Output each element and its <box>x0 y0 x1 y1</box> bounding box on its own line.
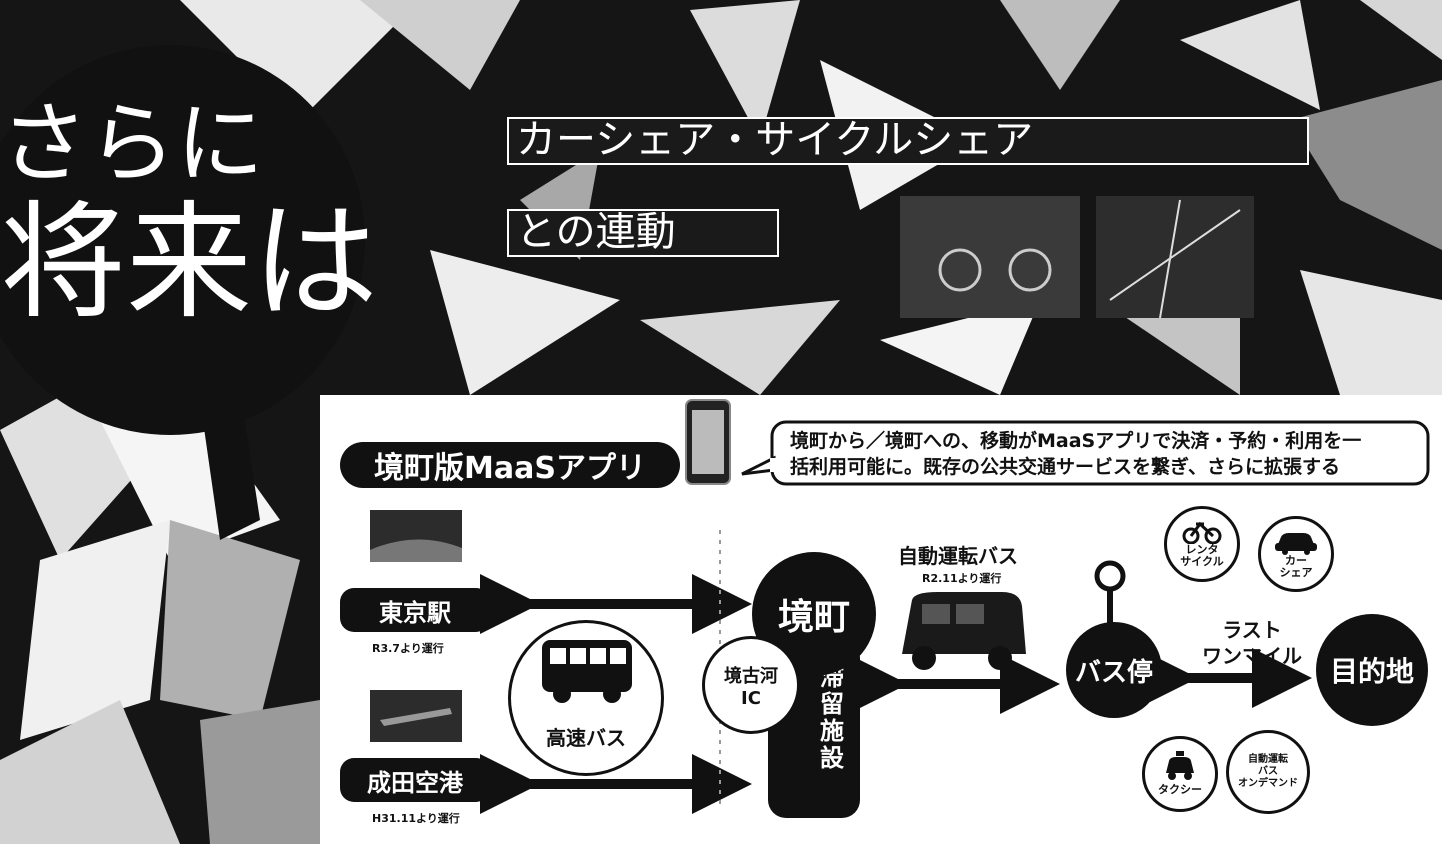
smartphone-icon <box>685 399 731 485</box>
last-mile-line1: ラスト <box>1222 618 1282 642</box>
headline-top: カーシェア・サイクルシェア <box>516 120 1034 160</box>
hero-line2: 将来は <box>0 189 378 336</box>
rental-cycle-line2: サイクル <box>1180 555 1224 568</box>
bus-stop-sign-icon <box>1094 560 1126 630</box>
sakai-koga-ic-circle: 境古河 IC <box>702 636 800 734</box>
taxi-label: タクシー <box>1158 783 1202 796</box>
stay-facility-label: 滞留施設 <box>820 663 844 772</box>
highway-bus-label: 高速バス <box>546 726 626 750</box>
car-share-bubble: カー シェア <box>1258 516 1334 592</box>
tokyo-station-photo <box>370 510 462 562</box>
on-demand-line3: オンデマンド <box>1238 778 1298 789</box>
description-line1: 境町から／境町への、移動がMaaSアプリで決済・予約・利用を一 <box>790 430 1362 452</box>
car-icon <box>1275 532 1317 555</box>
narita-airport-photo <box>370 690 462 742</box>
headline-bottom: との連動 <box>516 212 676 252</box>
destination-circle: 目的地 <box>1316 614 1428 726</box>
bus-icon <box>542 640 632 703</box>
bicycle-icon <box>1182 521 1222 544</box>
on-demand-line1: 自動運転 <box>1248 754 1288 765</box>
origin-narita-since: H31.11より運行 <box>372 812 460 825</box>
rental-cycle-line1: レンタ <box>1185 542 1219 556</box>
description-bubble <box>741 420 1430 486</box>
taxi-bubble: タクシー <box>1142 736 1218 812</box>
origin-tokyo-since: R3.7より運行 <box>372 642 444 655</box>
car-share-line1: カー <box>1285 553 1307 567</box>
taxi-icon <box>1166 751 1194 780</box>
origin-narita-airport: 成田空港 <box>340 758 490 802</box>
autonomous-bus-icon <box>902 592 1026 670</box>
autonomous-bus-label: 自動運転バス <box>898 544 1018 568</box>
ic-line2: IC <box>741 687 761 709</box>
highway-bus-circle <box>508 620 664 776</box>
description-line2: 括利用可能に。既存の公共交通サービスを繋ぎ、さらに拡張する <box>790 456 1341 478</box>
bus-stop-circle: バス停 <box>1066 622 1162 718</box>
rental-cycle-bubble: レンタ サイクル <box>1164 506 1240 582</box>
on-demand-bubble: 自動運転 バス オンデマンド <box>1226 730 1310 814</box>
origin-tokyo-station: 東京駅 <box>340 588 490 632</box>
app-title: 境町版MaaSアプリ <box>340 442 680 488</box>
hero-line1: さらに <box>0 92 265 195</box>
ic-line1: 境古河 <box>724 665 778 687</box>
last-mile-line2: ワンマイル <box>1202 644 1302 668</box>
autonomous-bus-since: R2.11より運行 <box>922 572 1002 585</box>
car-share-line2: シェア <box>1279 566 1313 579</box>
on-demand-line2: バス <box>1258 766 1278 777</box>
